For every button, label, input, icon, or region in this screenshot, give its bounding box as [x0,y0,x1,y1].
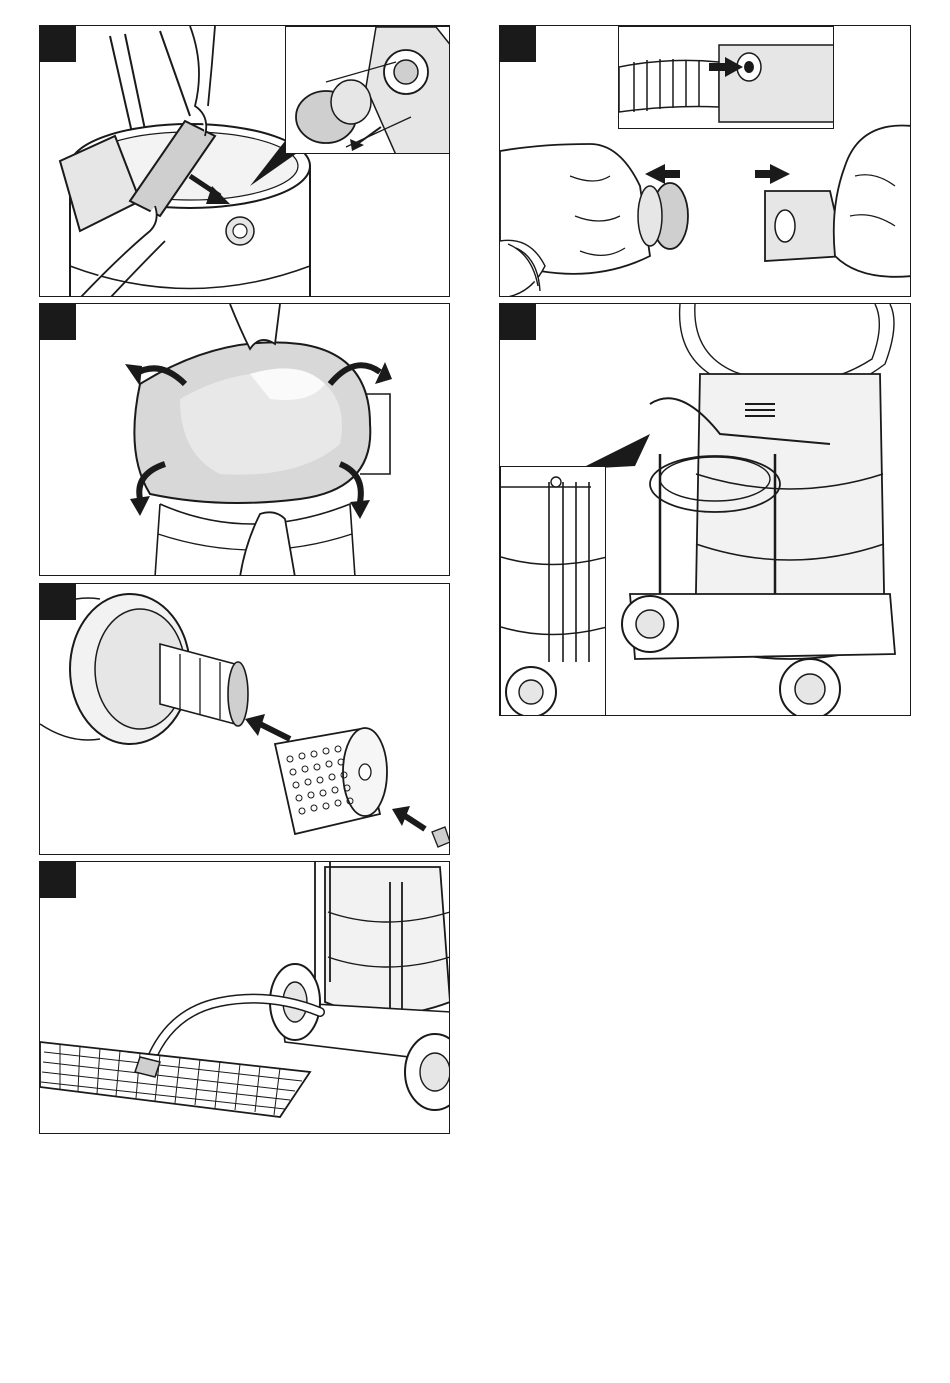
inset-hose-adapter [618,26,834,129]
step-panel-hose-connection [499,25,911,297]
step-panel-cloth-filter [39,303,450,576]
vacuuming-illustration [40,862,450,1134]
inset-frame-detail [500,466,606,716]
step-panel-filter-bag [39,25,450,297]
inset-bag-connector [285,26,450,154]
step-panel-cartridge-filter [39,583,450,855]
step-panel-vacuuming [39,861,450,1134]
step-panel-storage [499,303,911,716]
cloth-filter-illustration [40,304,450,576]
cartridge-filter-illustration [40,584,450,855]
